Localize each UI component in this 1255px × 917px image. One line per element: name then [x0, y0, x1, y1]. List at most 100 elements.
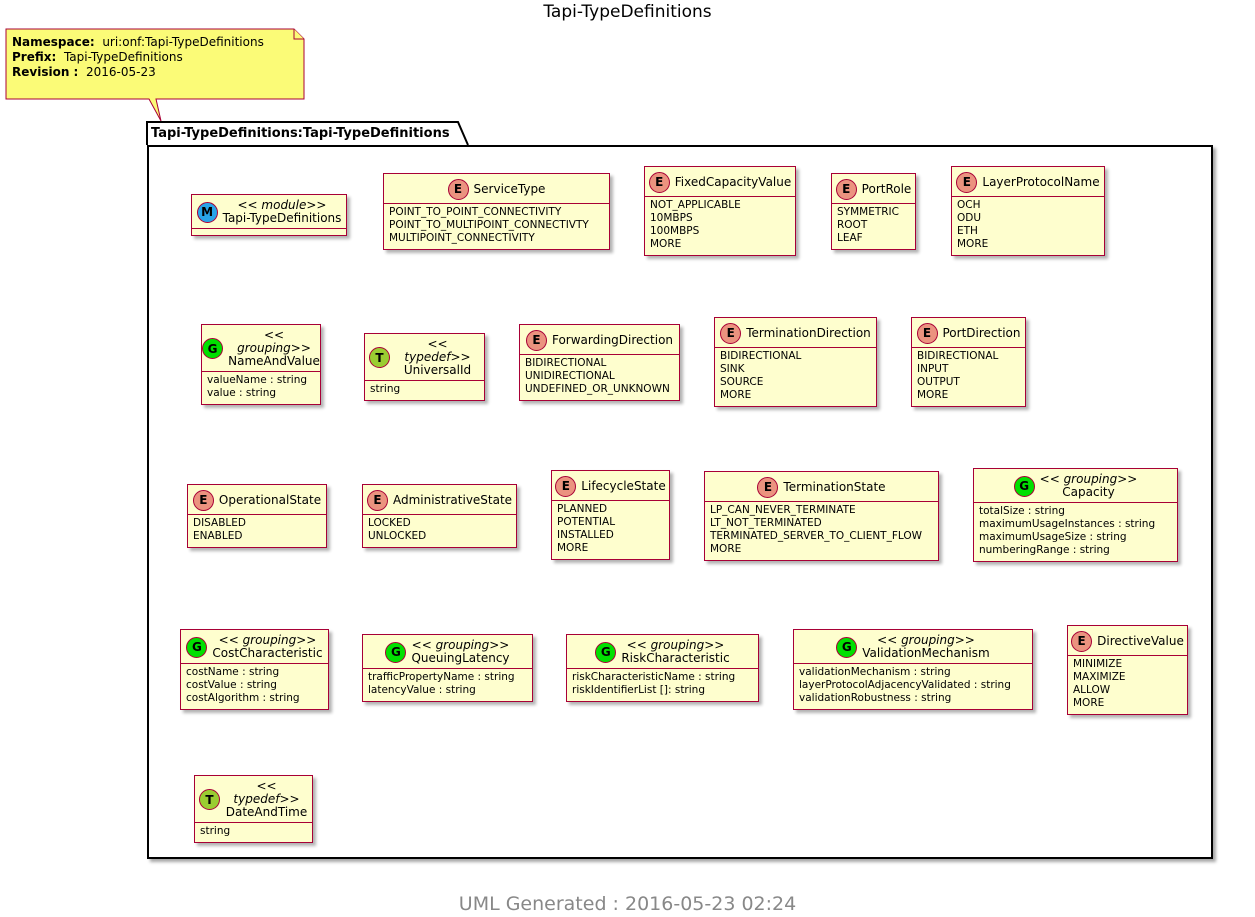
enum-badge-icon: E: [366, 489, 388, 511]
class-attributes: string: [195, 823, 312, 842]
class-name: FixedCapacityValue: [674, 174, 792, 189]
class-attribute: maximumUsageInstances : string: [979, 518, 1156, 530]
class-stereotype: << typedef>>: [404, 337, 471, 364]
typedef-badge-icon: T: [199, 789, 220, 810]
enum-badge-icon: E: [555, 475, 577, 497]
note-line-prefix: Prefix: Tapi-TypeDefinitions: [12, 50, 183, 64]
class-name: PortDirection: [942, 325, 1021, 340]
class-stereotype: << grouping>>: [237, 328, 311, 355]
class-attribute: MULTIPOINT_CONNECTIVITY: [389, 232, 535, 244]
enum-badge-icon: E: [916, 322, 938, 344]
class-attribute: BIDIRECTIONAL: [917, 350, 999, 362]
class-attribute: LP_CAN_NEVER_TERMINATE: [710, 504, 856, 516]
class-attribute: PLANNED: [557, 503, 608, 515]
class-names: ForwardingDirection: [552, 333, 673, 347]
enum-badge-icon: E: [447, 178, 469, 200]
class-attribute: INPUT: [917, 363, 949, 375]
grouping-badge-icon: G: [1013, 475, 1035, 497]
class-attribute: latencyValue : string: [368, 684, 476, 696]
class-header: G<< grouping>>CostCharacteristic: [181, 630, 328, 664]
class-attribute: MORE: [557, 542, 589, 554]
class-name: CostCharacteristic: [212, 646, 323, 660]
class-header: G<< grouping>>Capacity: [974, 469, 1177, 503]
class-name: QueuingLatency: [411, 651, 510, 665]
class-names: << grouping>>QueuingLatency: [411, 639, 509, 665]
class-stereotype: << grouping>>: [411, 638, 510, 652]
class-attribute: ETH: [957, 225, 978, 237]
class-attribute: UNIDIRECTIONAL: [525, 370, 615, 382]
class-queuinglatency: G<< grouping>>QueuingLatency trafficPrope…: [362, 634, 533, 702]
class-names: << grouping>>Capacity: [1040, 473, 1138, 499]
class-attribute: validationMechanism : string: [799, 666, 951, 678]
class-attribute: 10MBPS: [650, 212, 693, 224]
class-attribute: OCH: [957, 199, 981, 211]
class-name: ServiceType: [473, 181, 546, 196]
class-names: ServiceType: [473, 181, 546, 196]
class-attribute: MORE: [917, 389, 949, 401]
class-attribute: MORE: [650, 238, 682, 250]
class-header: G<< grouping>>NameAndValue: [202, 325, 320, 372]
class-attribute: SINK: [720, 363, 745, 375]
class-names: DirectiveValue: [1097, 633, 1184, 648]
class-names: TerminationDirection: [746, 326, 871, 340]
class-name: NameAndValue: [228, 354, 320, 368]
class-attribute: maximumUsageSize : string: [979, 531, 1127, 543]
class-attribute: UNLOCKED: [368, 530, 427, 542]
class-stereotype: << grouping>>: [877, 633, 975, 647]
class-stereotype: << grouping>>: [626, 638, 725, 652]
class-attribute: trafficPropertyName : string: [368, 671, 515, 683]
class-attribute: layerProtocolAdjacencyValidated : string: [799, 679, 1011, 691]
class-attribute: LOCKED: [368, 517, 411, 529]
enum-badge-icon: E: [525, 329, 547, 351]
enum-badge-icon: E: [757, 476, 779, 498]
class-attribute: ENABLED: [193, 530, 243, 542]
class-attribute: MORE: [710, 543, 742, 555]
class-header: E ForwardingDirection: [520, 325, 679, 355]
class-attribute: ROOT: [837, 219, 868, 231]
class-attribute: LEAF: [837, 232, 863, 244]
class-names: AdministrativeState: [393, 493, 512, 507]
class-names: << grouping>>CostCharacteristic: [212, 634, 322, 660]
class-attribute: costAlgorithm : string: [186, 692, 300, 704]
class-empty-compartment: [192, 228, 346, 235]
class-attributes: string: [365, 381, 484, 400]
package-tab-shape: [146, 121, 469, 146]
class-header: E TerminationDirection: [715, 318, 876, 348]
class-names: PortDirection: [942, 325, 1021, 340]
class-attribute: validationRobustness : string: [799, 692, 952, 704]
typedef-badge-icon: T: [369, 347, 390, 368]
enum-badge-icon: E: [835, 178, 857, 200]
class-header: E LifecycleState: [552, 471, 669, 501]
class-attribute: POINT_TO_POINT_CONNECTIVITY: [389, 206, 562, 218]
class-header: G<< grouping>>ValidationMechanism: [794, 630, 1032, 664]
enum-badge-icon: E: [720, 322, 742, 344]
class-names: LifecycleState: [581, 479, 665, 493]
class-header: G<< grouping>>QueuingLatency: [363, 635, 532, 669]
class-header: E ServiceType: [384, 174, 609, 204]
class-names: FixedCapacityValue: [674, 174, 792, 189]
class-names: OperationalState: [219, 493, 321, 507]
class-name: DirectiveValue: [1097, 633, 1184, 648]
enum-badge-icon: E: [1071, 630, 1093, 652]
class-attribute: string: [200, 825, 231, 837]
note-line-namespace: Namespace: uri:onf:Tapi-TypeDefinitions: [12, 35, 264, 49]
